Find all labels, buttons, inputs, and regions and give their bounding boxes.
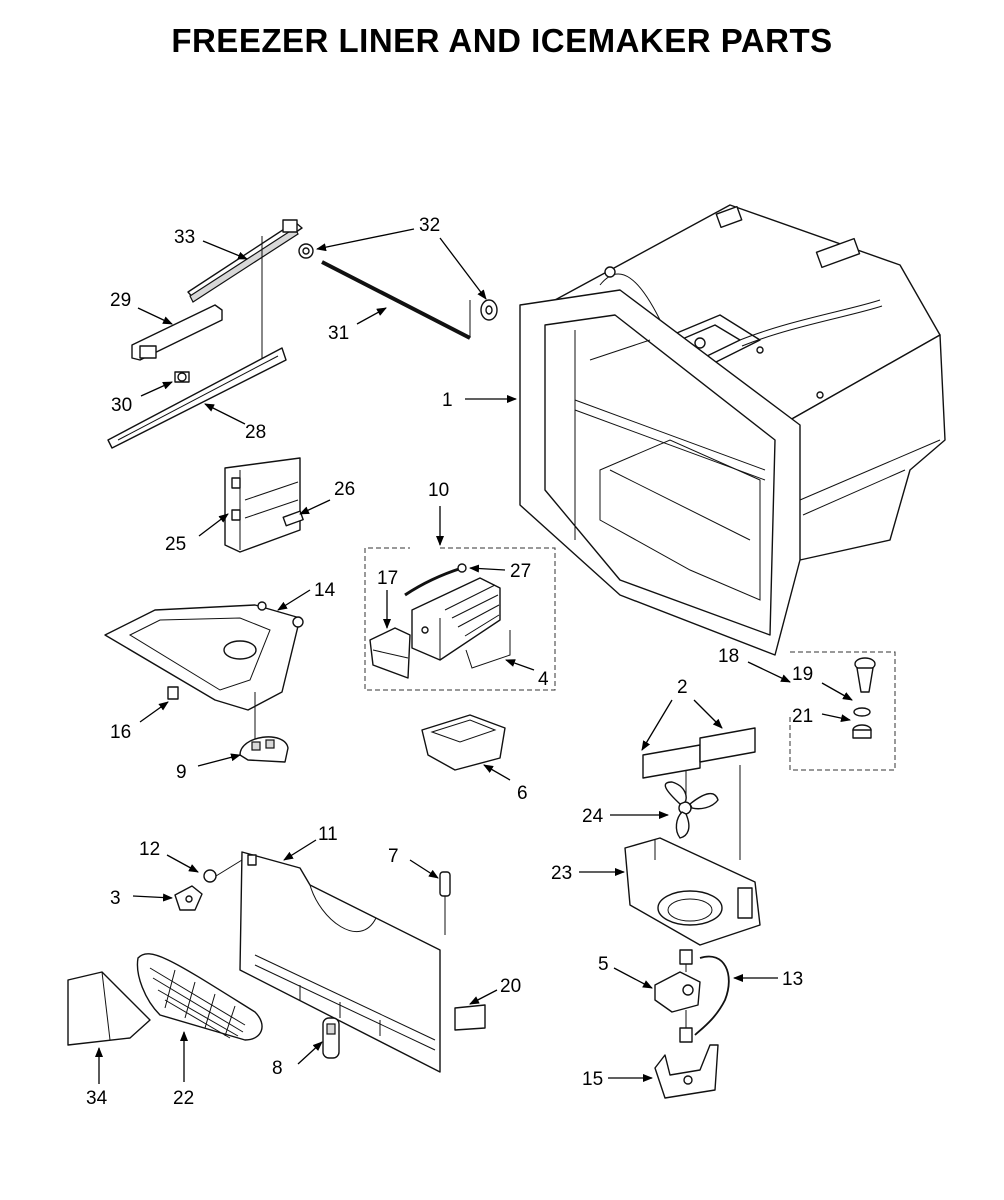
callout-1: 1 xyxy=(442,390,453,411)
callout-34: 34 xyxy=(86,1088,108,1109)
callout-12: 12 xyxy=(139,839,160,860)
callout-labels: 33 32 29 31 1 30 28 26 25 10 27 17 14 4 … xyxy=(86,215,813,1109)
leader-lines xyxy=(95,228,853,1084)
callout-5: 5 xyxy=(598,954,609,975)
part-7-thermistor[interactable] xyxy=(439,871,451,935)
part-14-ice-bin-tray[interactable] xyxy=(104,601,304,745)
part-15-motor-bracket[interactable] xyxy=(654,1044,719,1099)
callout-2: 2 xyxy=(677,677,688,698)
callout-24: 24 xyxy=(582,806,604,827)
part-4-ice-bail-arm[interactable] xyxy=(465,630,511,669)
callout-7: 7 xyxy=(388,846,399,867)
callout-25: 25 xyxy=(165,534,186,555)
part-34-air-duct[interactable] xyxy=(67,971,151,1046)
callout-4: 4 xyxy=(538,669,549,690)
part-22-grille[interactable] xyxy=(136,953,263,1041)
icemaker-body[interactable] xyxy=(411,577,501,661)
callout-11: 11 xyxy=(318,824,338,845)
callout-10: 10 xyxy=(428,480,449,501)
callout-26: 26 xyxy=(334,479,355,500)
valve-kit-box xyxy=(789,651,896,771)
callout-19: 19 xyxy=(792,664,813,685)
callout-22: 22 xyxy=(173,1088,194,1109)
part-25-side-bracket[interactable] xyxy=(224,457,301,553)
callout-32: 32 xyxy=(419,215,440,236)
part-32-gear-right[interactable] xyxy=(480,299,498,321)
callout-13: 13 xyxy=(782,969,803,990)
callout-6: 6 xyxy=(517,783,528,804)
part-5-fan-motor[interactable] xyxy=(654,949,701,1043)
callout-14: 14 xyxy=(314,580,336,601)
callout-8: 8 xyxy=(272,1058,283,1079)
callout-31: 31 xyxy=(328,323,349,344)
callout-29: 29 xyxy=(110,290,131,311)
part-8-damper[interactable] xyxy=(322,1017,340,1059)
part-13-wire-harness[interactable] xyxy=(694,955,730,1036)
callout-18: 18 xyxy=(718,646,739,667)
callout-15: 15 xyxy=(582,1069,603,1090)
part-17-icemaker-cover[interactable] xyxy=(369,627,411,679)
callout-3: 3 xyxy=(110,888,121,909)
part-9-motor-cap[interactable] xyxy=(239,736,289,763)
callout-9: 9 xyxy=(176,762,187,783)
callout-21: 21 xyxy=(792,706,813,727)
part-1-freezer-liner[interactable] xyxy=(519,204,946,656)
callout-16: 16 xyxy=(110,722,131,743)
callout-27: 27 xyxy=(510,561,531,582)
part-3-bracket[interactable] xyxy=(174,885,203,911)
callout-28: 28 xyxy=(245,422,266,443)
part-6-ice-tray[interactable] xyxy=(421,714,506,771)
part-28-slide-rail[interactable] xyxy=(107,347,287,449)
part-32-gear-left[interactable] xyxy=(298,243,314,259)
part-33-rail[interactable] xyxy=(187,219,303,360)
callout-33: 33 xyxy=(174,227,195,248)
part-19-valve[interactable] xyxy=(854,657,876,693)
part-29-bracket[interactable] xyxy=(131,304,223,361)
part-30-screw[interactable] xyxy=(174,371,190,383)
part-20-foam-strip[interactable] xyxy=(454,1004,486,1031)
part-27-harness[interactable] xyxy=(404,563,467,597)
callout-30: 30 xyxy=(111,395,132,416)
part-21-washer[interactable] xyxy=(852,707,872,739)
callout-20: 20 xyxy=(500,976,521,997)
part-23-fan-shroud[interactable] xyxy=(624,837,761,946)
part-16-clip[interactable] xyxy=(167,686,179,700)
part-2-foam-pad-right[interactable] xyxy=(699,727,756,763)
part-11-evaporator-cover[interactable] xyxy=(239,851,441,1073)
icemaker-assembly-box xyxy=(364,547,556,691)
part-26-pin[interactable] xyxy=(282,510,304,527)
part-24-fan-blade[interactable] xyxy=(664,765,741,860)
callout-23: 23 xyxy=(551,863,572,884)
diagram-title: FREEZER LINER AND ICEMAKER PARTS xyxy=(171,22,833,59)
callout-17: 17 xyxy=(377,568,398,589)
part-2-foam-pad-left[interactable] xyxy=(642,744,701,779)
part-12-screw[interactable] xyxy=(203,859,243,883)
part-31-shaft[interactable] xyxy=(321,260,471,340)
